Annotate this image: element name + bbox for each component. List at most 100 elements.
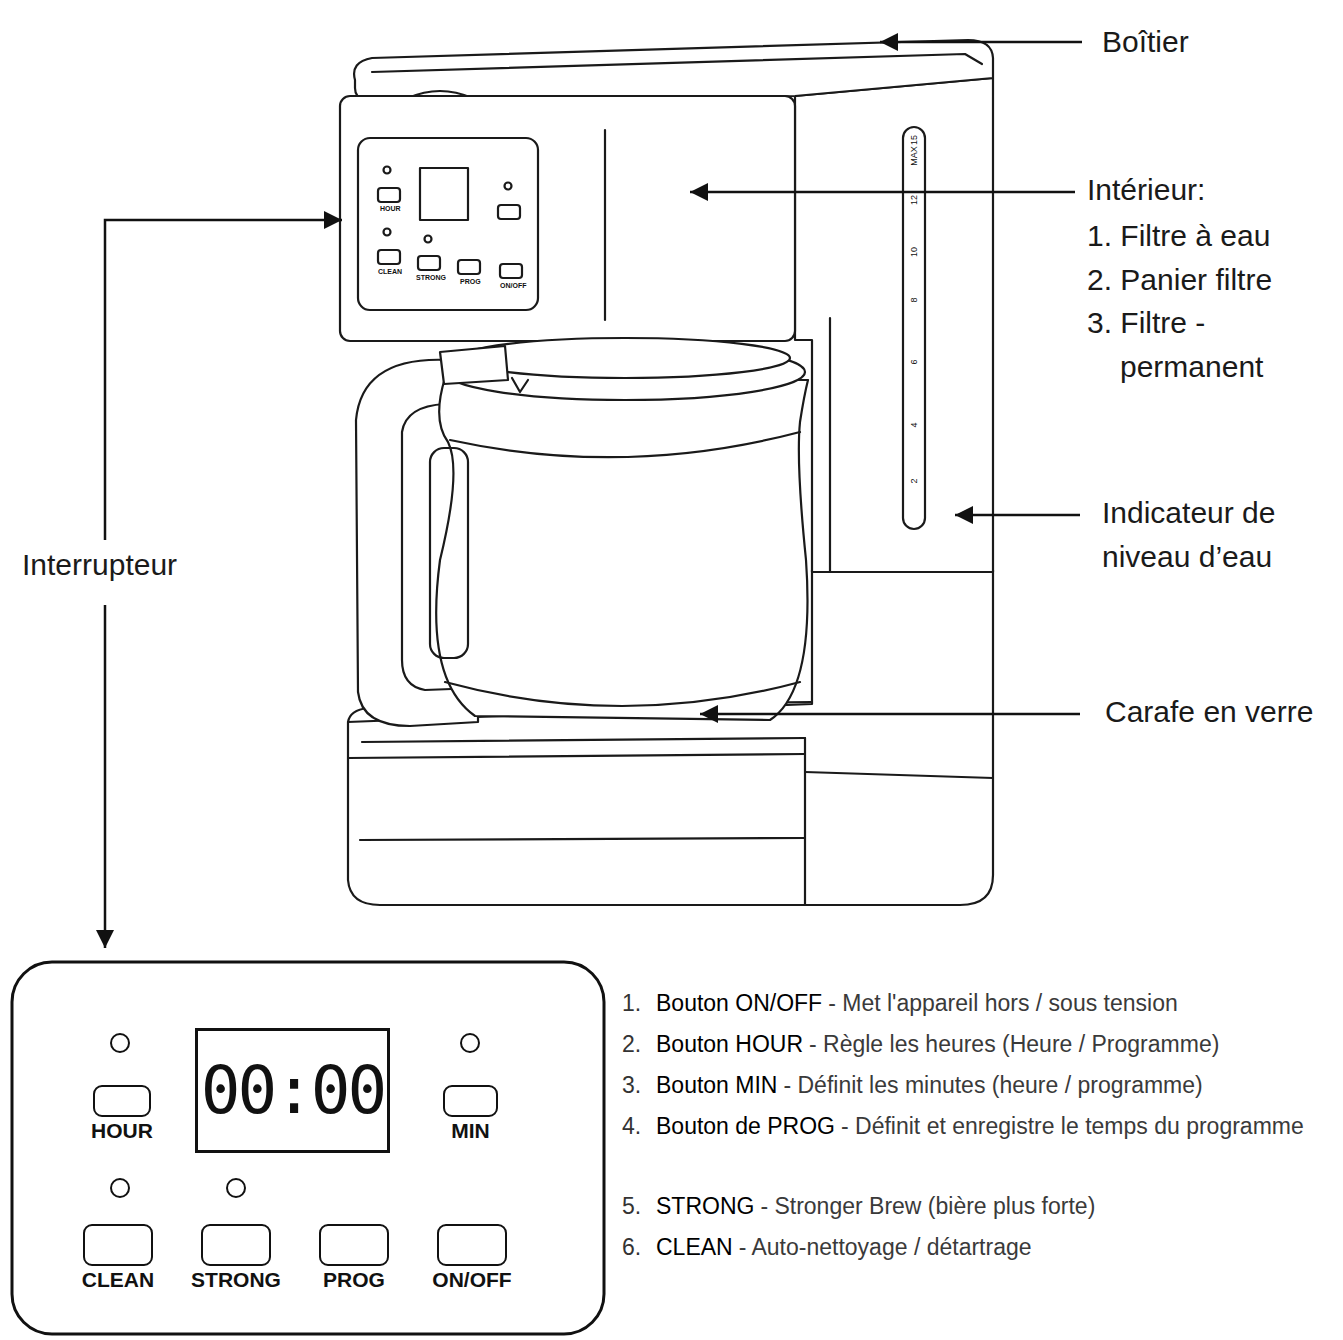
part-item: 1. Filtre à eau — [1087, 216, 1270, 256]
legend-row: 3. Bouton MIN- Définit les minutes (heure… — [622, 1065, 1322, 1105]
button-name: Bouton HOUR — [656, 1031, 803, 1057]
legend-row: 1. Bouton ON/OFF- Met l'appareil hors / s… — [622, 983, 1322, 1023]
leader-arrow — [104, 605, 107, 948]
mini-button-label: CLEAN — [378, 268, 402, 276]
mini-display — [420, 168, 468, 220]
mini-button — [378, 250, 400, 264]
control-button: CLEAN — [83, 1224, 153, 1266]
button-description: - Règle les heures (Heure / Programme) — [809, 1031, 1219, 1057]
button-name: Bouton de PROG — [656, 1113, 835, 1139]
mini-panel — [358, 138, 538, 310]
button-label: PROG — [323, 1268, 385, 1292]
legend-row: 6.CLEAN- Auto-nettoyage / détartrage — [622, 1227, 1322, 1267]
head-seam — [604, 130, 606, 320]
button-label: ON/OFF — [432, 1268, 511, 1292]
control-button: MIN — [443, 1085, 498, 1117]
handle-slot — [430, 448, 468, 658]
scale-mark: MAX — [909, 144, 919, 168]
base-edge — [360, 838, 805, 840]
part-label: Indicateur de niveau d’eau — [1102, 491, 1332, 579]
mini-button — [500, 264, 522, 278]
button-description: - Définit et enregistre le temps du prog… — [841, 1113, 1304, 1139]
button-name: Bouton MIN — [656, 1072, 777, 1098]
button-label: STRONG — [191, 1268, 281, 1292]
scale-mark: 8 — [909, 288, 919, 312]
base-edge — [362, 738, 805, 742]
part-item: 2. Panier filtre — [1087, 260, 1272, 300]
button-name: Bouton ON/OFF — [656, 990, 822, 1016]
carafe-lid — [460, 338, 790, 378]
button-description: - Définit les minutes (heure / programme… — [783, 1072, 1202, 1098]
lid-edge — [372, 54, 982, 72]
scale-mark: 6 — [909, 350, 919, 374]
scale-mark: 4 — [909, 413, 919, 437]
part-label: Intérieur: — [1087, 170, 1205, 210]
mini-button — [418, 256, 440, 270]
legend-row: 5. STRONG- Stronger Brew (bière plus fort… — [622, 1186, 1322, 1226]
list-number: 3. — [622, 1065, 641, 1105]
indicator-led — [461, 1034, 479, 1052]
list-number: 5. — [622, 1186, 641, 1226]
water-gauge — [903, 127, 925, 529]
part-label: Boîtier — [1102, 22, 1189, 62]
leader-lines — [105, 42, 1082, 948]
legend-row: 4. Bouton de PROG- Définit et enregistre … — [622, 1106, 1322, 1146]
mini-button-label: STRONG — [416, 274, 446, 282]
base-edge — [804, 738, 806, 905]
leader-arrow — [700, 713, 1080, 716]
button-name: CLEAN — [656, 1234, 733, 1260]
mini-button-label: ON/OFF — [500, 282, 526, 290]
display-screen: 00:00 — [195, 1028, 390, 1153]
mini-button — [378, 188, 400, 202]
mini-button — [498, 205, 520, 219]
mini-led — [425, 236, 432, 243]
button-description: - Met l'appareil hors / sous tension — [828, 990, 1178, 1016]
control-button: PROG — [319, 1224, 389, 1266]
button-description: - Stronger Brew (bière plus forte) — [760, 1193, 1095, 1219]
leader-arrow — [955, 514, 1080, 517]
carafe-spout — [512, 378, 528, 392]
tank-edge — [829, 318, 831, 572]
leader-arrow — [105, 220, 342, 540]
mini-led — [505, 183, 512, 190]
carafe-edge — [450, 432, 800, 457]
mini-button-label: HOUR — [380, 205, 401, 213]
part-label: Interrupteur — [22, 545, 177, 585]
scale-mark: 2 — [909, 469, 919, 493]
mini-button-label: PROG — [460, 278, 481, 286]
leader-arrow — [880, 41, 1082, 44]
head — [340, 96, 795, 341]
base-edge — [348, 754, 805, 758]
coffee-maker — [340, 40, 993, 905]
carafe-edge — [445, 682, 800, 706]
leader-arrow — [690, 191, 1075, 194]
control-button: HOUR — [93, 1085, 151, 1117]
button-label: HOUR — [91, 1119, 153, 1143]
mini-button — [458, 260, 480, 274]
carafe-tab — [440, 346, 508, 384]
legend-row: 2. Bouton HOUR- Règle les heures (Heure /… — [622, 1024, 1322, 1064]
scale-mark: 10 — [909, 240, 919, 264]
indicator-led — [111, 1179, 129, 1197]
panel-outline — [12, 962, 604, 1334]
mini-led — [384, 167, 391, 174]
button-description: - Auto-nettoyage / détartrage — [739, 1234, 1032, 1260]
part-label: Carafe en verre — [1105, 692, 1313, 732]
water-tank — [795, 78, 993, 572]
scale-mark: 12 — [909, 188, 919, 212]
list-number: 2. — [622, 1024, 641, 1064]
button-name: STRONG — [656, 1193, 754, 1219]
control-button: STRONG — [201, 1224, 271, 1266]
display-digits: 00:00 — [198, 1031, 387, 1150]
list-number: 4. — [622, 1106, 641, 1146]
control-panel — [12, 962, 604, 1334]
carafe — [436, 378, 808, 720]
button-label: CLEAN — [82, 1268, 154, 1292]
part-item: 3. Filtre - permanent — [1087, 301, 1343, 389]
control-button: ON/OFF — [437, 1224, 507, 1266]
list-number: 1. — [622, 983, 641, 1023]
indicator-led — [111, 1034, 129, 1052]
lid — [354, 40, 993, 100]
mini-led — [384, 229, 391, 236]
